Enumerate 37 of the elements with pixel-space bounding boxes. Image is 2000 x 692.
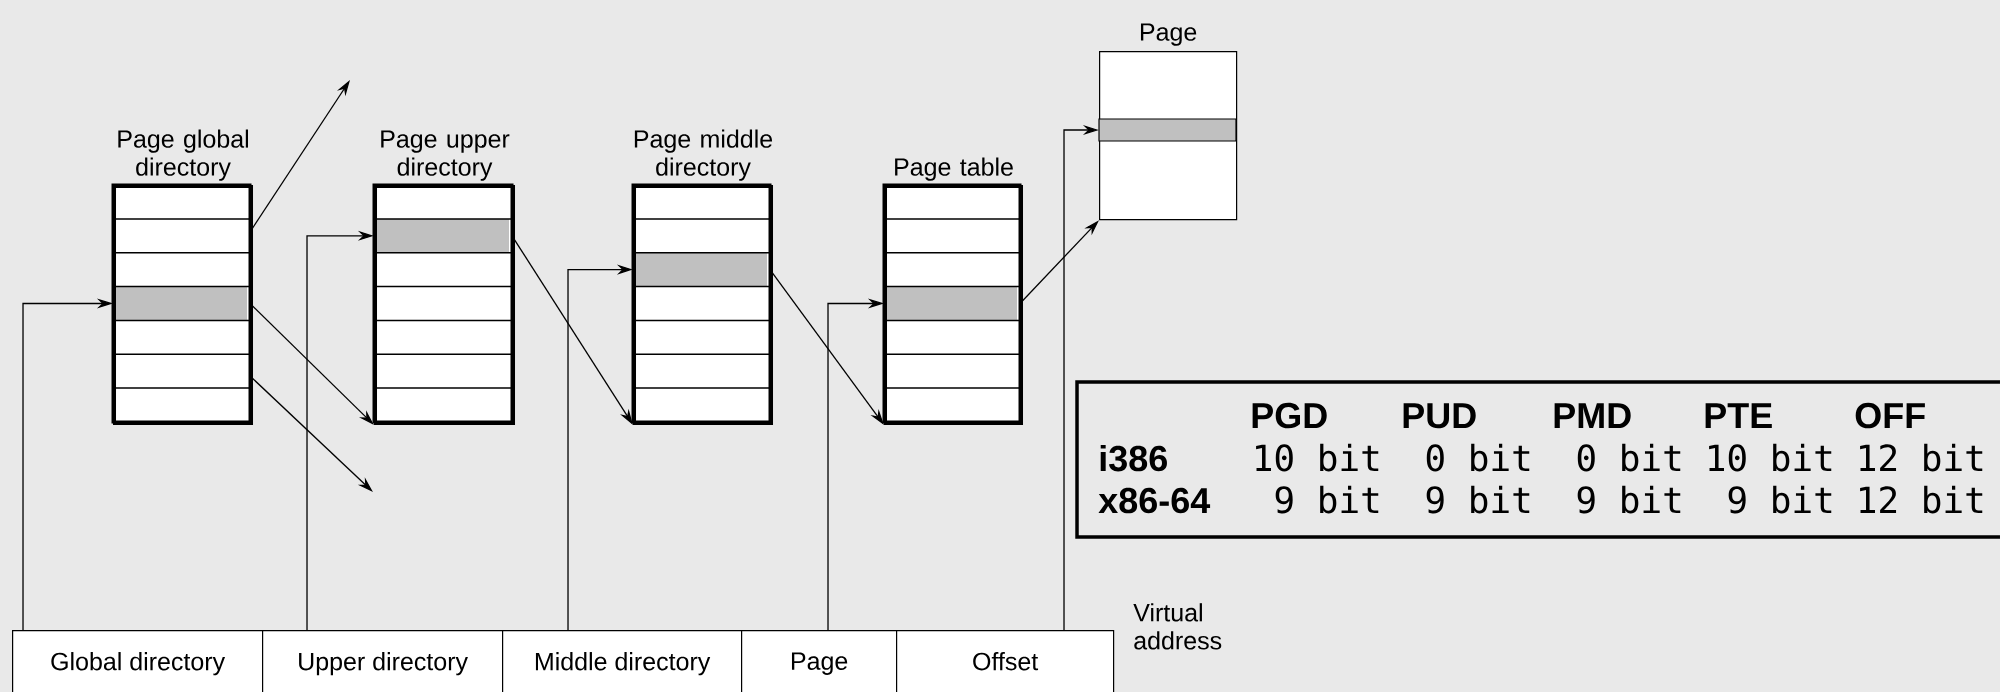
node-label: Upper directory <box>299 652 468 676</box>
row-header: i386 <box>1100 444 1167 472</box>
table-cell: 9 bit <box>1728 485 1832 514</box>
column-header: PMD <box>1554 403 1631 428</box>
node-label: Page upper directory <box>381 130 510 181</box>
node-label: Page table <box>895 157 1013 181</box>
page-table-box: Page middle directory <box>631 129 773 425</box>
address-field: Upper directory <box>262 630 504 692</box>
node-label: Global directory <box>51 652 226 676</box>
column-header: PGD <box>1252 402 1327 429</box>
page-table-box: Page table <box>882 157 1023 425</box>
table-cell: 10 bit <box>1709 443 1832 472</box>
page-table-box: Page upper directory <box>372 130 515 425</box>
axis-label: Virtual address <box>1133 603 1222 650</box>
row-header: x86-64 <box>1098 487 1211 514</box>
node-label: Page <box>791 652 848 675</box>
table-cell: 9 bit <box>1426 485 1530 514</box>
table-cell: 12 bit <box>1860 485 1983 514</box>
table-cell: 0 bit <box>1426 443 1530 472</box>
address-field: Middle directory <box>502 630 743 692</box>
table-cell: 12 bit <box>1860 443 1983 472</box>
table-cell: 0 bit <box>1577 443 1681 472</box>
address-field: Offset <box>896 630 1115 692</box>
node-label: Page middle directory <box>634 129 773 181</box>
node-label: Page global directory <box>118 129 249 181</box>
table-cell: 9 bit <box>1577 485 1681 514</box>
address-field: Global directory <box>12 630 264 692</box>
table-cell: 10 bit <box>1256 443 1379 472</box>
column-header: PTE <box>1705 403 1772 428</box>
address-field: Page <box>741 630 898 692</box>
column-header: OFF <box>1855 402 1925 429</box>
node-label: Page <box>1140 23 1197 46</box>
column-header: PUD <box>1403 403 1476 429</box>
table-cell: 9 bit <box>1275 485 1379 514</box>
page-table-box: Page global directory <box>111 129 253 425</box>
node-label: Middle directory <box>535 652 711 676</box>
memory-page-box: Page <box>1098 23 1238 221</box>
